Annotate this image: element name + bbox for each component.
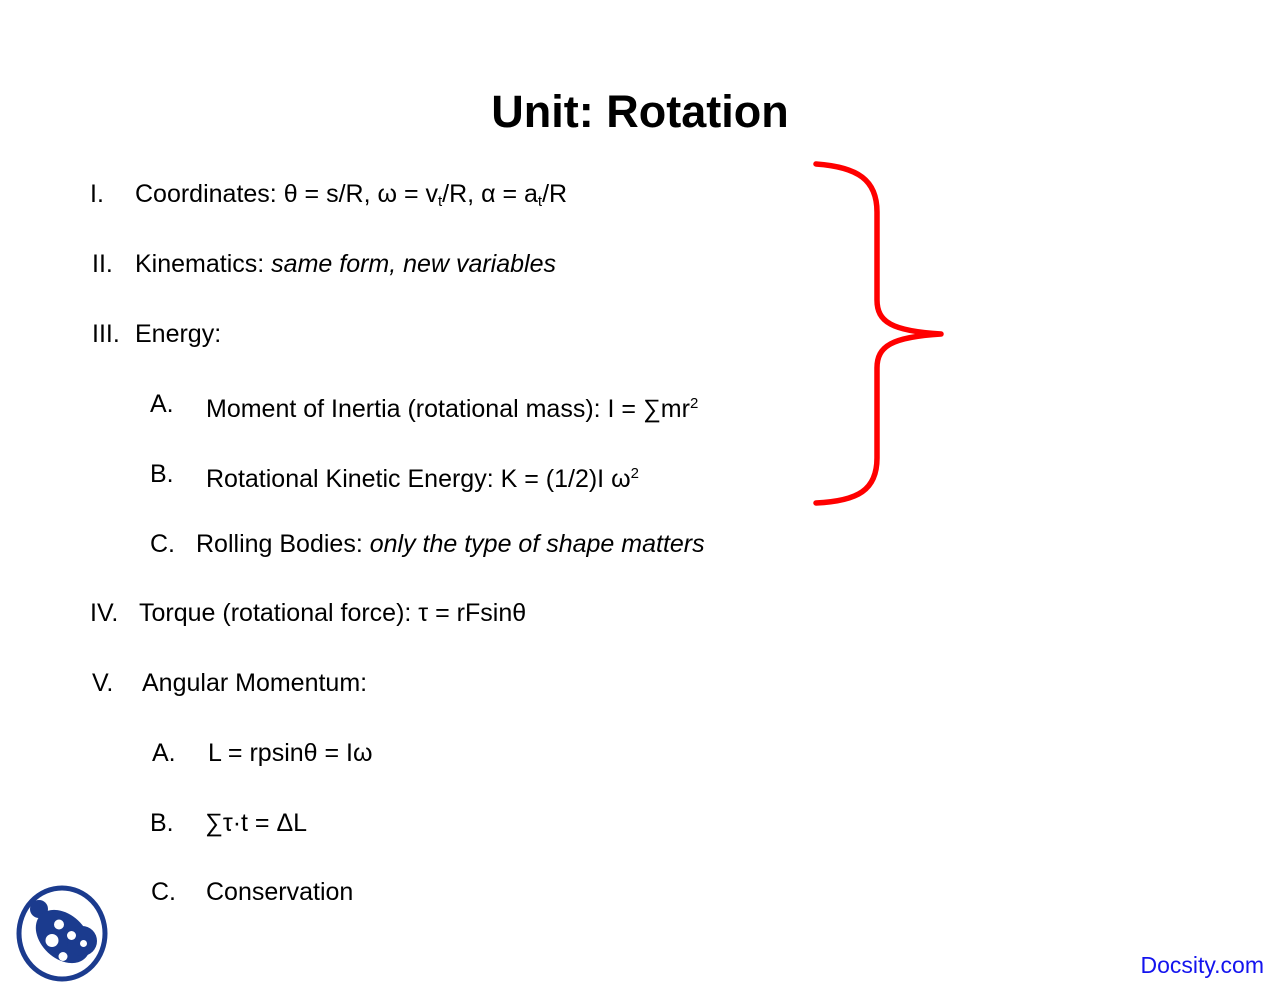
outline-marker: A. bbox=[150, 390, 174, 418]
outline-text: L = rpsinθ = Iω bbox=[208, 737, 373, 769]
docsity-link[interactable]: Docsity.com bbox=[1140, 952, 1264, 978]
subscript: t bbox=[537, 193, 543, 210]
superscript: 2 bbox=[689, 395, 699, 412]
docsity-logo bbox=[16, 885, 108, 982]
text-run: Torque (rotational force): τ = rFsinθ bbox=[139, 599, 527, 627]
text-run: /R, α = a bbox=[442, 180, 538, 208]
text-run: Rotational Kinetic Energy: K = (1/2)I ω bbox=[206, 465, 631, 493]
superscript: 2 bbox=[630, 465, 639, 482]
outline-item-V-A: A. L = rpsinθ = Iω bbox=[0, 737, 1280, 769]
text-run: /R bbox=[542, 180, 568, 208]
outline-item-III-A: A. Moment of Inertia (rotational mass): … bbox=[0, 388, 1280, 423]
logo-dot bbox=[80, 940, 87, 947]
outline-marker: I. bbox=[90, 180, 104, 208]
outline-text: Rotational Kinetic Energy: K = (1/2)I ω2 bbox=[206, 458, 639, 495]
outline-marker: B. bbox=[150, 460, 174, 488]
outline-item-V-C: C. Conservation bbox=[0, 876, 1280, 908]
outline-item-III-C: C. Rolling Bodies: only the type of shap… bbox=[0, 528, 1280, 560]
text-run: Kinematics: bbox=[135, 250, 272, 278]
logo-dot bbox=[67, 931, 76, 940]
outline-marker: C. bbox=[150, 530, 175, 558]
logo-ring bbox=[16, 885, 108, 982]
outline-marker: V. bbox=[92, 669, 114, 697]
outline-text: Coordinates: θ = s/R, ω = vt/R, α = at/R bbox=[135, 178, 567, 218]
text-run: L = rpsinθ = Iω bbox=[208, 739, 373, 767]
italic-run: same form, new variables bbox=[271, 250, 556, 278]
text-run: Moment of Inertia (rotational mass): I =… bbox=[206, 395, 690, 423]
outline-marker: C. bbox=[151, 878, 176, 906]
text-run: Angular Momentum: bbox=[142, 669, 368, 697]
text-run: Coordinates: θ = s/R, ω = v bbox=[135, 180, 438, 208]
text-run: Conservation bbox=[206, 878, 354, 906]
page-title: Unit: Rotation bbox=[491, 86, 789, 137]
text-run: Energy: bbox=[135, 320, 222, 348]
logo-dot bbox=[45, 934, 59, 947]
logo-dot bbox=[54, 919, 64, 930]
outline-text: Moment of Inertia (rotational mass): I =… bbox=[206, 388, 698, 425]
outline-item-IV: IV. Torque (rotational force): τ = rFsin… bbox=[0, 597, 1280, 629]
outline-marker: III. bbox=[92, 320, 120, 348]
outline-item-I: I. Coordinates: θ = s/R, ω = vt/R, α = a… bbox=[0, 178, 1280, 210]
logo-dot bbox=[58, 952, 68, 961]
outline-item-V: V. Angular Momentum: bbox=[0, 667, 1280, 699]
italic-run: only the type of shape matters bbox=[369, 530, 705, 558]
outline-item-II: II. Kinematics: same form, new variables bbox=[0, 248, 1280, 280]
outline-item-III: III. Energy: bbox=[0, 318, 1280, 350]
curly-brace-annotation bbox=[813, 161, 944, 506]
outline-marker: II. bbox=[92, 250, 113, 278]
outline-marker: IV. bbox=[90, 599, 119, 627]
outline-text: Conservation bbox=[206, 876, 353, 908]
outline-text: ∑τ·t = ΔL bbox=[205, 807, 307, 839]
outline-item-V-B: B. ∑τ·t = ΔL bbox=[0, 807, 1280, 839]
text-run: Rolling Bodies: bbox=[196, 530, 370, 558]
subscript: t bbox=[438, 193, 443, 210]
outline-text: Torque (rotational force): τ = rFsinθ bbox=[139, 597, 526, 629]
outline-marker: A. bbox=[152, 739, 176, 767]
outline-text: Kinematics: same form, new variables bbox=[135, 248, 556, 280]
curly-brace-path bbox=[813, 161, 944, 506]
outline-text: Angular Momentum: bbox=[142, 667, 367, 699]
outline-text: Energy: bbox=[135, 318, 221, 350]
outline-item-III-B: B. Rotational Kinetic Energy: K = (1/2)I… bbox=[0, 458, 1280, 493]
text-run: ∑τ·t = ΔL bbox=[205, 809, 308, 837]
outline-marker: B. bbox=[150, 809, 174, 837]
outline-text: Rolling Bodies: only the type of shape m… bbox=[196, 528, 705, 560]
